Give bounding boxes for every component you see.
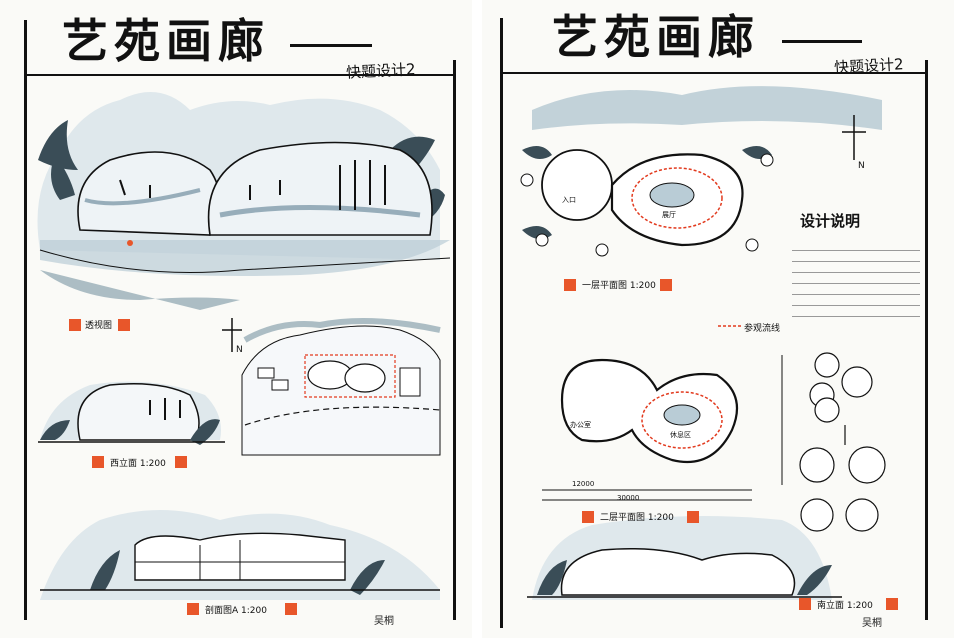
label-stamp — [175, 456, 187, 468]
signature: 吴桐 — [862, 618, 882, 629]
signature: 吴桐 — [374, 616, 394, 627]
perspective-drawing — [37, 92, 451, 600]
sheet-gap — [472, 0, 482, 638]
label-stamp — [799, 598, 811, 610]
room-label: 休息区 — [670, 431, 691, 439]
dimension-2: 30000 — [617, 494, 640, 502]
room-label: 展厅 — [662, 211, 676, 219]
dimension-1: 12000 — [572, 480, 595, 488]
right-sheet-title: 艺苑画廊 — [552, 10, 760, 64]
design-notes-text — [792, 240, 920, 320]
room-label: 办公室 — [570, 421, 591, 429]
west-elevation-label: 西立面 1:200 — [110, 459, 166, 469]
perspective-label: 透视图 — [85, 321, 113, 331]
design-notes-title: 设计说明 — [800, 212, 861, 230]
title-underline — [290, 44, 372, 47]
label-stamp — [187, 603, 199, 615]
frame-left-line — [500, 18, 503, 628]
label-stamp — [69, 319, 81, 331]
ground-floor-label: 一层平面图 1:200 — [582, 281, 656, 291]
label-stamp — [285, 603, 297, 615]
frame-right-line — [453, 60, 456, 620]
room-label: 入口 — [562, 196, 576, 204]
left-sheet: 艺苑画廊 快题设计2 — [0, 0, 472, 638]
north-label: N — [858, 161, 865, 171]
frame-top-line — [24, 74, 456, 76]
label-stamp — [564, 279, 576, 291]
north-label: N — [236, 345, 243, 355]
frame-top-line — [502, 72, 928, 74]
label-stamp — [687, 511, 699, 523]
label-stamp — [92, 456, 104, 468]
label-stamp — [582, 511, 594, 523]
second-floor-label: 二层平面图 1:200 — [600, 513, 674, 523]
title-underline — [782, 40, 862, 43]
label-stamp — [886, 598, 898, 610]
south-elevation-label: 南立面 1:200 — [817, 601, 873, 611]
label-stamp — [660, 279, 672, 291]
frame-left-line — [24, 20, 27, 620]
frame-right-line — [925, 60, 928, 620]
left-sheet-title: 艺苑画廊 — [62, 14, 270, 68]
section-label: 剖面图A 1:200 — [205, 606, 267, 616]
plan-drawings — [520, 86, 886, 600]
right-sheet: 艺苑画廊 快题设计2 — [482, 0, 954, 638]
label-stamp — [118, 319, 130, 331]
route-legend: 参观流线 — [744, 324, 781, 334]
